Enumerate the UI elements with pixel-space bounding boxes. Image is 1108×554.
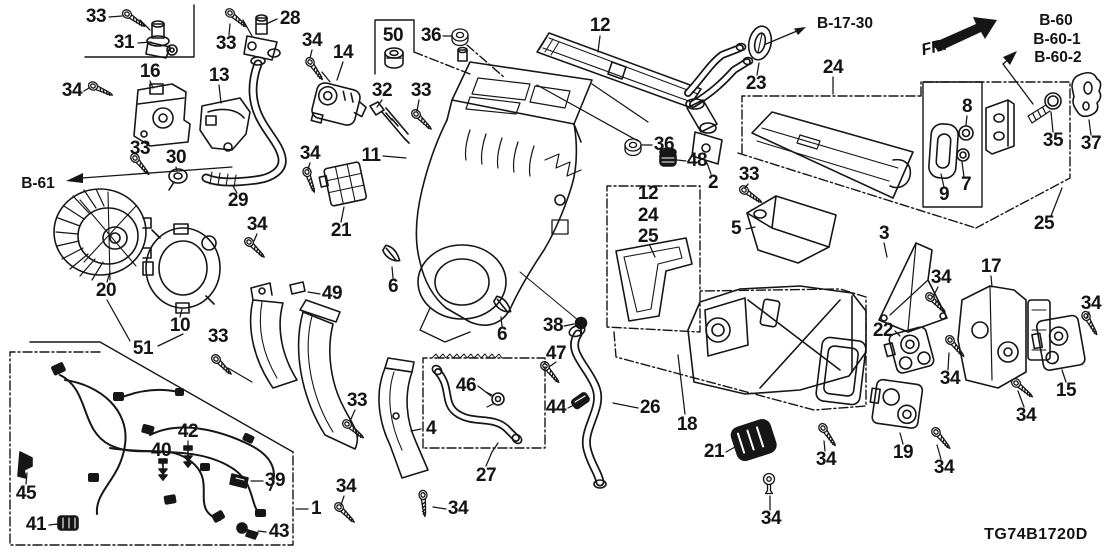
defroster-duct-5 (746, 195, 837, 264)
heater-core-12 (536, 32, 754, 108)
harness-box-diagonal (29, 341, 294, 453)
b-60-arrow (1002, 51, 1034, 105)
actuator-22 (883, 326, 935, 374)
mount-ring-10 (142, 223, 221, 314)
water-hose-29 (201, 56, 287, 188)
actuator-14 (310, 82, 367, 126)
joint-28 (243, 14, 281, 61)
clip-42 (183, 445, 193, 468)
actuator-19 (869, 378, 924, 429)
clip-39 (229, 473, 249, 489)
blower-motor-20 (53, 188, 152, 281)
heater-unit-11 (415, 46, 593, 343)
clip-6-upper (380, 241, 402, 267)
clip-43 (236, 522, 259, 540)
o-ring-8 (958, 125, 974, 141)
cap-nut-48 (659, 147, 677, 167)
valve-16 (133, 83, 191, 147)
clip-40 (158, 458, 168, 481)
o-ring-7 (956, 148, 970, 162)
evaporator-seal-frame (815, 336, 867, 406)
fr-direction-arrow (933, 17, 997, 52)
bracket-3 (878, 242, 948, 333)
expansion-valve (985, 99, 1015, 155)
bracket-37 (1071, 71, 1102, 118)
seal-9 (928, 123, 959, 179)
water-hose-26 (568, 324, 607, 489)
pipe-cover-24 (751, 111, 914, 199)
grommet-30 (168, 168, 188, 191)
connector-41 (57, 515, 79, 531)
grommet-50 (384, 47, 404, 69)
actuator-15 (1031, 314, 1086, 371)
duct-4 (378, 357, 429, 479)
wire-harness-1 (51, 362, 275, 523)
grommet-23 (747, 25, 773, 61)
diagram-code: TG74B1720D (984, 526, 1088, 543)
clip-44 (570, 392, 590, 410)
drain-hose-27 (431, 364, 523, 445)
sawtooth-edge (431, 353, 503, 359)
b-61-arrow (66, 166, 233, 183)
seal-gasket-12-24-25 (615, 237, 693, 322)
grommet-38 (574, 316, 588, 336)
resistor-21 (318, 161, 368, 207)
sensor-valve-2 (685, 98, 723, 165)
cover-13 (199, 97, 251, 152)
sensor-32 (369, 101, 410, 144)
hose-clamp-46 (485, 391, 505, 408)
duct-49 (249, 281, 359, 450)
bolt-35 (1027, 92, 1062, 124)
evaporator-case-18 (687, 285, 867, 395)
clip-45 (17, 451, 33, 479)
resistor-21-dark (730, 418, 777, 462)
dashed-group-boxes (9, 44, 1071, 546)
motor-bracket-17 (957, 285, 1051, 389)
joint-31 (145, 20, 178, 59)
